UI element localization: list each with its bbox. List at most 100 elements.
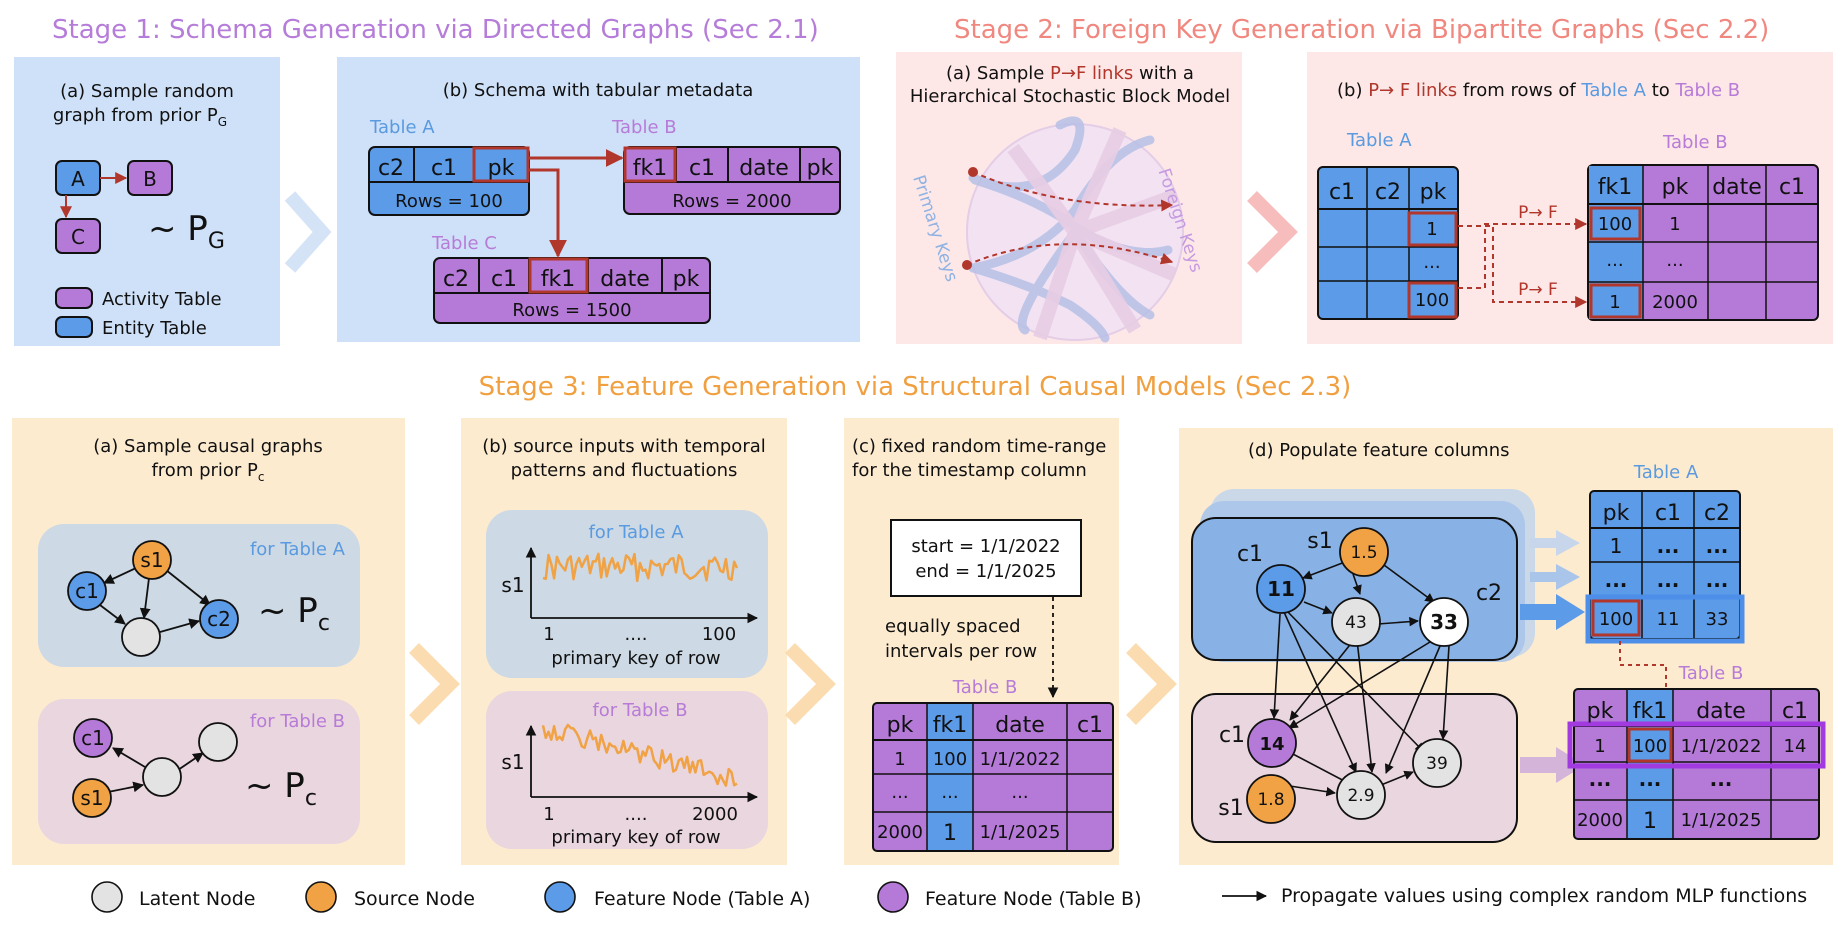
s1b-ta-col-c1: c1 (431, 156, 457, 181)
s1b-ta-col-c2: c2 (378, 156, 404, 181)
s2a-cap2: Hierarchical Stochastic Block Model (910, 86, 1230, 107)
s3d-tb-r0-2: 1/1/2022 (1681, 736, 1762, 757)
s3a-node-c2-label: c2 (207, 607, 231, 631)
s3d-tb-r1-0: ... (1589, 767, 1612, 791)
s3c-col-1: fk1 (933, 713, 967, 738)
legend-source-label: Source Node (354, 888, 475, 910)
s1a-tilde: ~ P (148, 209, 208, 249)
s3d-table-b (1567, 688, 1826, 840)
s2b-tb-col-1: pk (1662, 175, 1689, 200)
s3d-a-c2 (1419, 597, 1469, 647)
s3d-ta-col-2: c2 (1704, 501, 1730, 526)
s3a-b-node-c1 (73, 718, 113, 758)
s3d-ta-r2-0: 100 (1599, 609, 1633, 630)
s3a-node-c1-label: c1 (75, 579, 99, 603)
s3c-r0-c1: 100 (933, 749, 967, 770)
s3a-node-s1-label: s1 (140, 548, 163, 572)
s1b-tc-col-fk1: fk1 (541, 267, 575, 292)
s3a-node-latent (121, 617, 161, 657)
svg-text:from prior Pc: from prior Pc (151, 460, 264, 484)
s3c-table-label: Table B (952, 677, 1018, 698)
s3c-col-0: pk (887, 713, 914, 738)
s3d-b-latent2-val: 39 (1426, 754, 1448, 774)
s1b-ta-col-pk: pk (488, 156, 515, 181)
s3d-ta-r0-1: ... (1657, 534, 1680, 558)
s3b-plot-b-box (486, 691, 768, 849)
s3d-ta-r0-2: ... (1706, 534, 1729, 558)
s3b-cap1: (b) source inputs with temporal (482, 436, 766, 457)
s1a-caption1: (a) Sample random (60, 81, 234, 102)
s3a-b-node-latent2 (198, 722, 238, 762)
s1a-caption2: graph from prior P (53, 105, 218, 126)
s3b-b-tick-1: .... (625, 804, 648, 825)
s2b-link-label-1: P→ F (1518, 203, 1558, 223)
s3a-for-b: for Table B (250, 711, 345, 732)
node-a-label: A (71, 167, 85, 191)
s3d-tb-col-3: c1 (1782, 699, 1808, 724)
legend-feature-b-label: Feature Node (Table B) (925, 888, 1142, 910)
s1b-tb-col-fk1: fk1 (633, 156, 667, 181)
s3a-node-s1 (132, 540, 172, 580)
s3c-table (872, 702, 1114, 852)
s3d-a-latent (1331, 597, 1381, 647)
s3d-b-latent1 (1336, 770, 1386, 820)
s3d-b-latent2 (1412, 738, 1462, 788)
s3a-tilde-a: ~ P (258, 591, 318, 631)
s3b-b-tick-0: 1 (543, 804, 554, 825)
s3d-a-c1 (1256, 564, 1306, 614)
s3d-a-s1 (1339, 527, 1389, 577)
s3a-b-node-s1 (72, 778, 112, 818)
s3d-b-latent1-val: 2.9 (1347, 786, 1374, 806)
s3b-a-tick-2: 100 (702, 624, 736, 645)
s3b-a-xlabel: primary key of row (551, 648, 720, 669)
s2b-tb-col-3: c1 (1779, 175, 1805, 200)
s3b-plot-a-box (486, 510, 768, 678)
s2b-ta-col-0: c1 (1329, 180, 1355, 205)
s3c-r1-c0: ... (891, 782, 908, 803)
s3b-b-tick-2: 2000 (692, 804, 738, 825)
s3c-r0-c0: 1 (894, 749, 905, 770)
s1b-tc-col-c1: c1 (491, 267, 517, 292)
s2b-table-b (1587, 164, 1819, 321)
s3c-range-box (890, 519, 1082, 597)
legend-source-swatch (305, 881, 337, 913)
s1b-tb-col-c1: c1 (689, 156, 715, 181)
legend-propagate-label: Propagate values using complex random ML… (1281, 885, 1807, 907)
s3d-table-a-label: Table A (1633, 462, 1699, 483)
legend-entity-label: Entity Table (102, 318, 207, 339)
s2b-tb-col-2: date (1712, 175, 1762, 200)
s3a-tilde-a-sub: c (318, 611, 330, 636)
s3c-cap1: (c) fixed random time-range (852, 436, 1106, 457)
s3a-for-a: for Table A (250, 539, 346, 560)
s1b-table-a-label: Table A (369, 117, 435, 138)
s3d-tb-r2-0: 2000 (1577, 810, 1623, 831)
s3c-r1-c1: ... (941, 782, 958, 803)
stage1-chevron (284, 191, 332, 273)
s3c-r2-c2: 1/1/2025 (980, 822, 1061, 843)
node-b (127, 160, 173, 196)
s3d-ta-r0-0: 1 (1610, 534, 1623, 558)
legend-latent-swatch (91, 881, 123, 913)
s3b-a-tick-0: 1 (543, 624, 554, 645)
s3b-cap2: patterns and fluctuations (511, 460, 738, 481)
s3d-table-b-label: Table B (1678, 663, 1744, 684)
s3d-tb-r0-1: 100 (1633, 736, 1667, 757)
s3b-for-a: for Table A (588, 522, 684, 543)
legend-feature-a-swatch (544, 881, 576, 913)
s2b-ta-pk-0: 1 (1426, 219, 1437, 240)
s3d-a-s1-label: s1 (1307, 529, 1332, 554)
legend-entity-swatch (55, 316, 93, 338)
s3d-a-c1-label: c1 (1237, 542, 1263, 567)
s1b-tb-col-date: date (739, 156, 789, 181)
s3d-arrow-3 (1520, 594, 1585, 630)
s3c-r2-c0: 2000 (877, 822, 923, 843)
s3c-r1-c2: ... (1011, 782, 1028, 803)
s2b-tb-fk-2: 1 (1609, 292, 1620, 313)
s2b-tb-fk-1: ... (1606, 250, 1623, 271)
s1b-tb-rows: Rows = 2000 (672, 191, 791, 212)
s3a-tilde-b: ~ P (245, 766, 305, 806)
s2b-ta-pk-2: 100 (1415, 290, 1449, 311)
s2b-cap-to: to (1646, 80, 1676, 101)
s2b-tb-col-0: fk1 (1598, 175, 1632, 200)
s1b-tc-rows: Rows = 1500 (512, 300, 631, 321)
